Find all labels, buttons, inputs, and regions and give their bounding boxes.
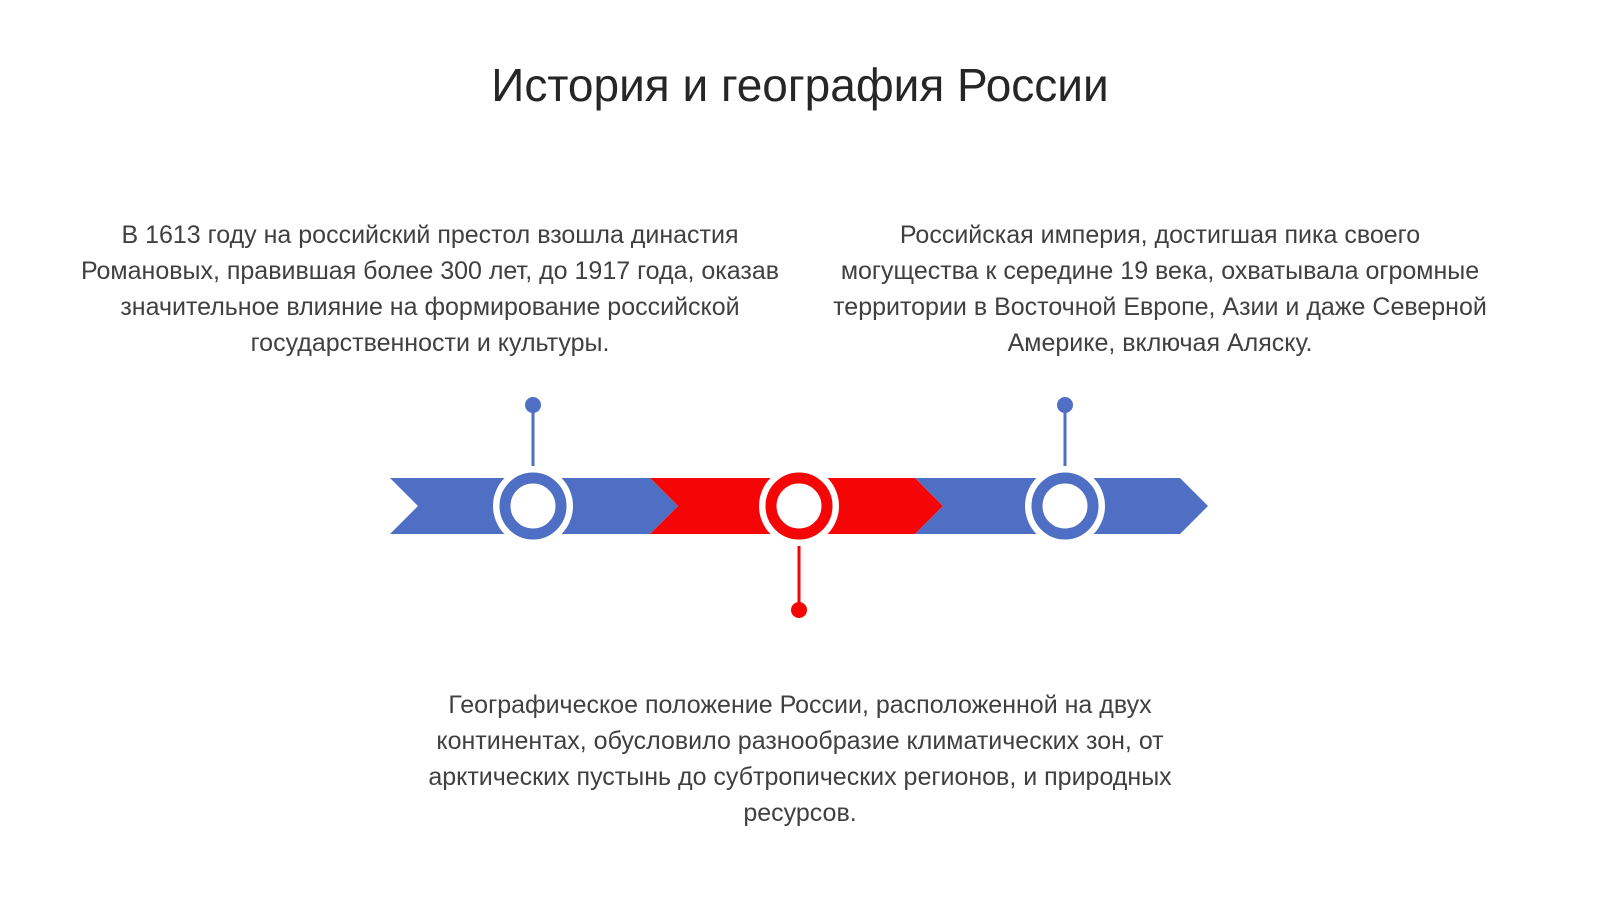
- timeline-dot-1: [525, 397, 541, 413]
- timeline-dot-3: [1057, 397, 1073, 413]
- event-text-romanov: В 1613 году на российский престол взошла…: [80, 221, 780, 357]
- slide-title: История и география России: [491, 59, 1109, 111]
- event-text-geography: Географическое положение России, располо…: [428, 691, 1172, 827]
- timeline-marker-2: [759, 466, 839, 546]
- timeline-marker-1: [493, 466, 573, 546]
- timeline-dot-2: [791, 602, 807, 618]
- event-text-empire: Российская империя, достигшая пика своег…: [833, 221, 1487, 357]
- timeline-marker-3: [1025, 466, 1105, 546]
